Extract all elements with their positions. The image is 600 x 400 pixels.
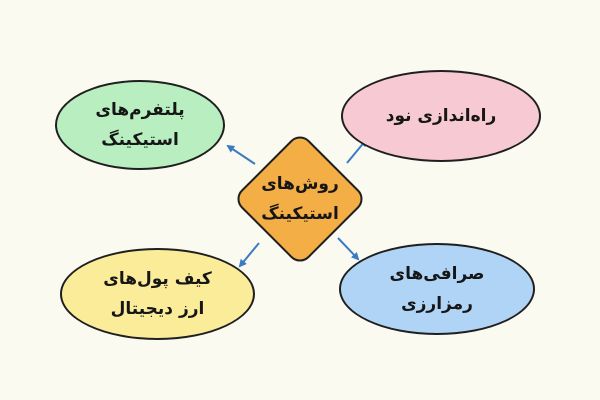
arrow-to-exchanges — [337, 237, 360, 261]
node-platforms-line1: پلتفرم‌های — [95, 100, 185, 120]
arrow-to-platforms — [226, 144, 256, 165]
central-topic-line2: استیکینگ — [261, 204, 339, 224]
node-platforms-line2: استیکینگ — [101, 130, 179, 150]
node-setup-line1: راه‌اندازی نود — [385, 106, 497, 126]
node-wallets-line2: ارز دیجیتال — [110, 299, 205, 319]
node-exchanges-line2: رمزارزی — [401, 294, 473, 314]
node-wallets-line1: کیف پول‌های — [103, 269, 212, 289]
node-exchanges-line1: صرافی‌های — [389, 264, 485, 284]
central-topic-staking-methods: روش‌های استیکینگ — [223, 122, 377, 276]
node-node-setup: راه‌اندازی نود — [341, 70, 541, 162]
arrow-to-wallets — [238, 242, 260, 268]
node-crypto-exchanges: صرافی‌های رمزارزی — [339, 243, 535, 335]
node-crypto-wallets: کیف پول‌های ارز دیجیتال — [60, 248, 255, 340]
central-topic-line1: روش‌های — [261, 174, 339, 194]
central-diamond-shape — [237, 136, 363, 262]
node-staking-platforms: پلتفرم‌های استیکینگ — [55, 80, 225, 170]
